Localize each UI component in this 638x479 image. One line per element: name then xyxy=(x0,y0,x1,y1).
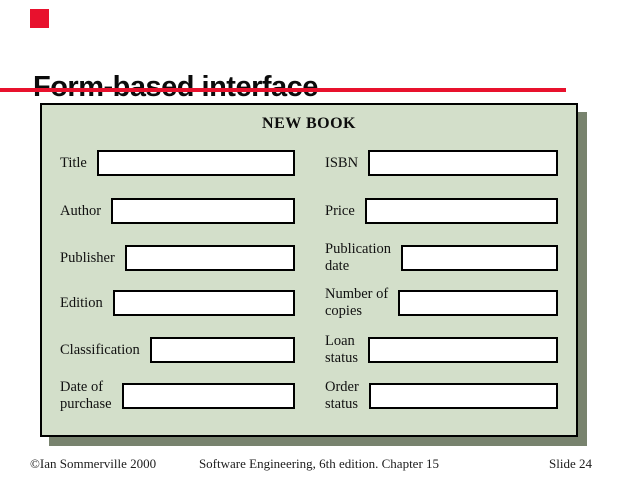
isbn-input[interactable] xyxy=(368,150,558,176)
field-label-number-of-copies: Number of copies xyxy=(325,286,389,319)
new-book-form-panel: NEW BOOK Title Author Publisher Edition … xyxy=(40,103,578,437)
field-label-edition: Edition xyxy=(60,294,103,311)
field-row-date-of-purchase: Date of purchase xyxy=(60,379,295,412)
slide-footer: ©Ian Sommerville 2000 Software Engineeri… xyxy=(0,456,638,474)
classification-input[interactable] xyxy=(149,337,295,363)
field-label-classification: Classification xyxy=(60,341,140,358)
field-row-order-status: Order status xyxy=(325,379,558,412)
field-label-order-status: Order status xyxy=(325,379,359,412)
publisher-input[interactable] xyxy=(124,245,295,271)
date-of-purchase-input[interactable] xyxy=(121,383,295,409)
field-row-price: Price xyxy=(325,198,558,224)
author-input[interactable] xyxy=(111,198,295,224)
field-label-title: Title xyxy=(60,154,87,171)
field-label-publisher: Publisher xyxy=(60,249,115,266)
title-input[interactable] xyxy=(96,150,295,176)
field-row-edition: Edition xyxy=(60,290,295,316)
field-label-publication-date: Publication date xyxy=(325,241,392,274)
loan-status-input[interactable] xyxy=(368,337,558,363)
footer-book-reference: Software Engineering, 6th edition. Chapt… xyxy=(198,456,440,471)
field-row-number-of-copies: Number of copies xyxy=(325,286,558,319)
field-row-classification: Classification xyxy=(60,337,295,363)
field-label-date-of-purchase: Date of purchase xyxy=(60,379,112,412)
field-label-author: Author xyxy=(60,202,102,219)
title-underline xyxy=(0,88,566,92)
price-input[interactable] xyxy=(364,198,558,224)
order-status-input[interactable] xyxy=(368,383,558,409)
field-row-author: Author xyxy=(60,198,295,224)
field-label-isbn: ISBN xyxy=(325,154,359,171)
footer-slide-number: Slide 24 xyxy=(549,456,592,471)
slide-title: Form-based interface xyxy=(33,72,318,104)
footer-copyright: ©Ian Sommerville 2000 xyxy=(30,456,157,471)
field-label-loan-status: Loan status xyxy=(325,333,359,366)
field-row-publication-date: Publication date xyxy=(325,241,558,274)
edition-input[interactable] xyxy=(112,290,295,316)
field-row-isbn: ISBN xyxy=(325,150,558,176)
field-label-price: Price xyxy=(325,202,355,219)
number-of-copies-input[interactable] xyxy=(398,290,558,316)
form-heading: NEW BOOK xyxy=(262,115,356,132)
slide-bullet-square xyxy=(30,9,49,28)
field-row-loan-status: Loan status xyxy=(325,333,558,366)
field-row-title: Title xyxy=(60,150,295,176)
field-row-publisher: Publisher xyxy=(60,245,295,271)
publication-date-input[interactable] xyxy=(401,245,558,271)
